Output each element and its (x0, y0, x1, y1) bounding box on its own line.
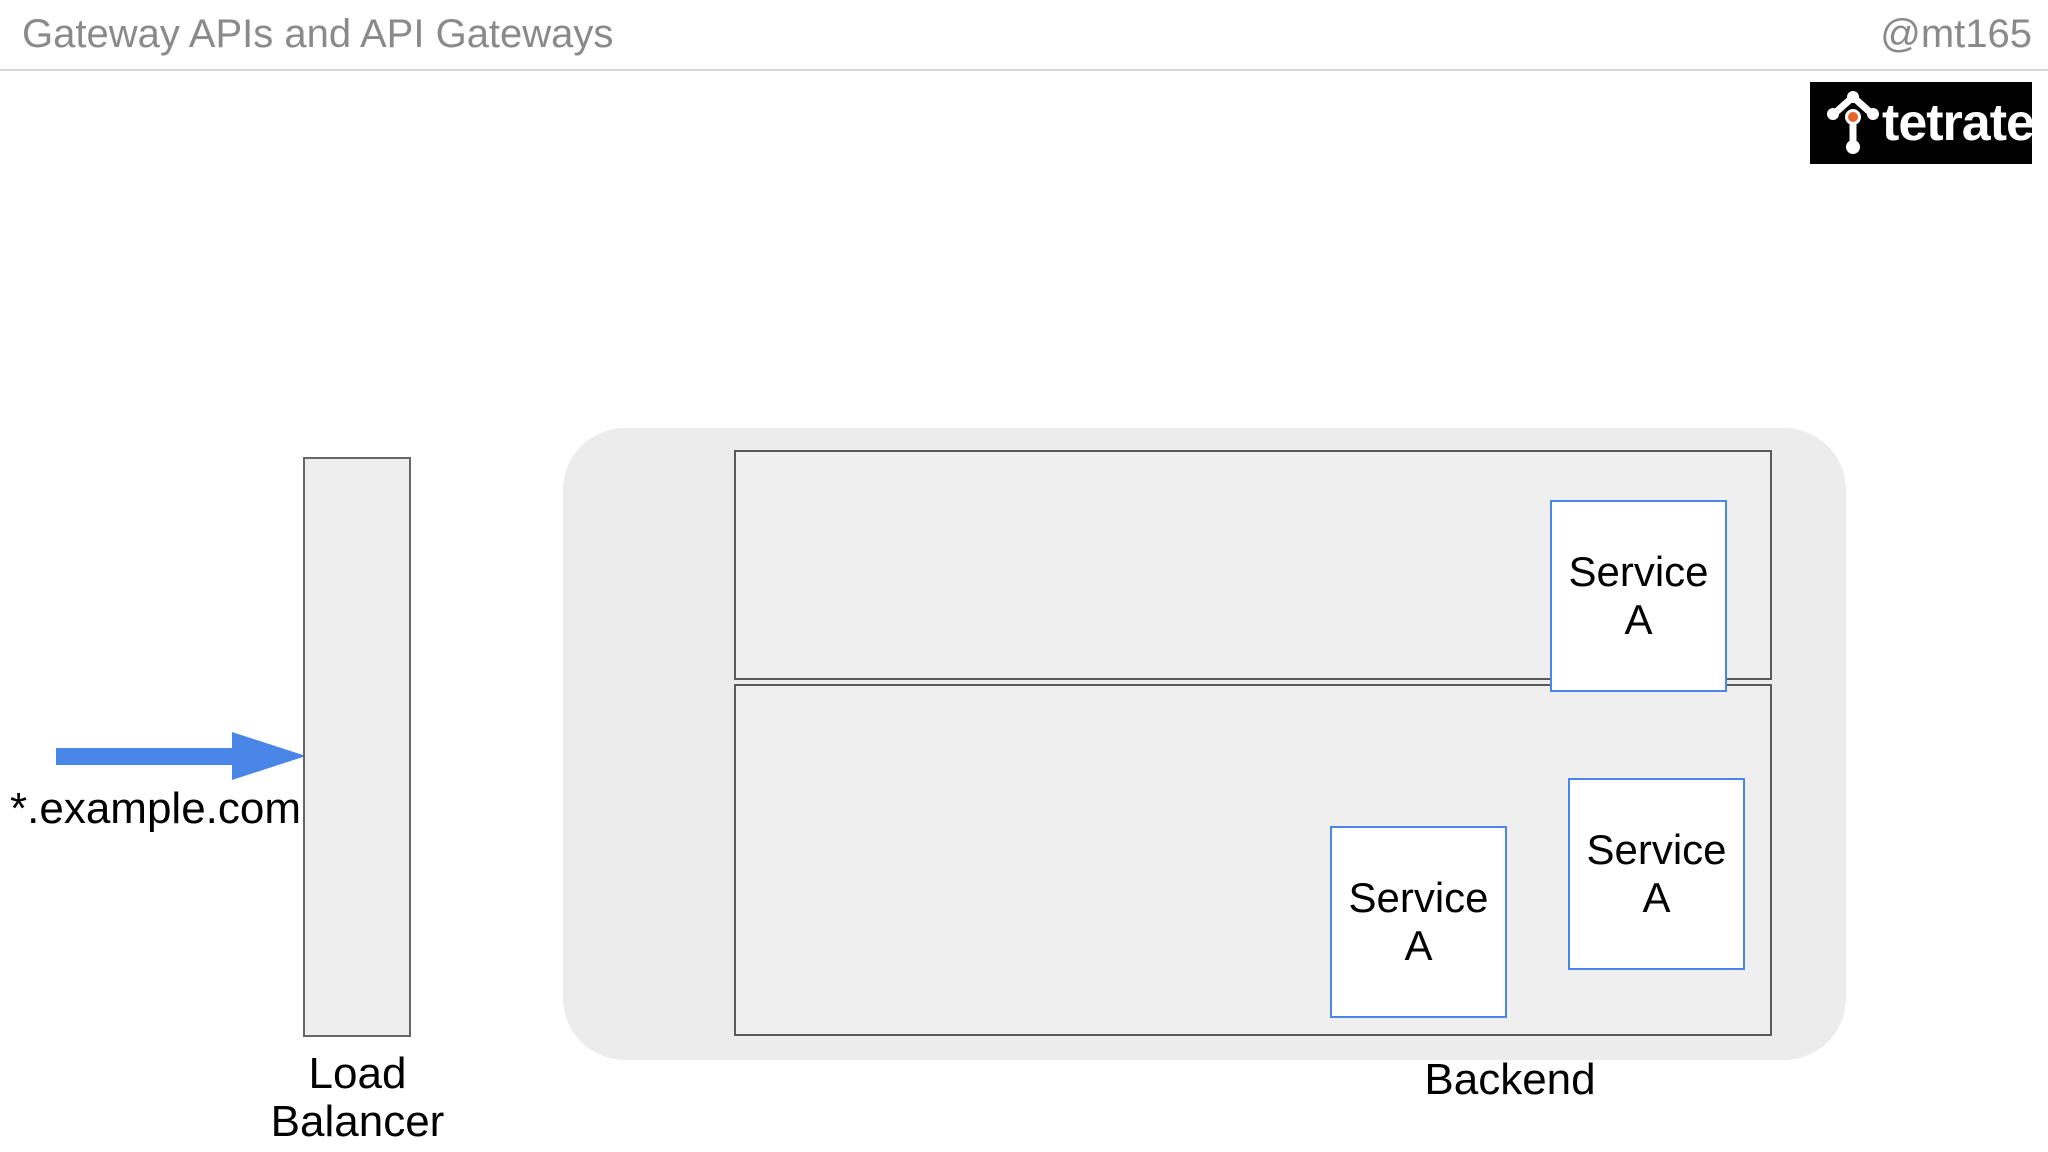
service-box-label: Service A (1552, 548, 1725, 644)
load-balancer-label-line2: Balancer (270, 1097, 445, 1146)
service-label-line1: Service (1586, 826, 1727, 873)
backend-label: Backend (1424, 1055, 1596, 1104)
tetrate-wordmark: tetrate (1882, 94, 2035, 152)
slide-header: Gateway APIs and API Gateways @mt165 (0, 0, 2048, 71)
service-box: Service A (1568, 778, 1745, 970)
load-balancer-box (303, 457, 411, 1037)
right-arrow-icon (56, 732, 306, 780)
service-label-line1: Service (1348, 874, 1489, 921)
header-divider (0, 69, 2048, 71)
service-box-label: Service A (1332, 874, 1505, 970)
tetrate-node-mark-icon (1827, 91, 1879, 154)
service-label-line2: A (1642, 874, 1671, 921)
service-label-line2: A (1404, 922, 1433, 969)
load-balancer-label-line1: Load (308, 1049, 407, 1098)
service-label-line1: Service (1568, 548, 1709, 595)
page-title: Gateway APIs and API Gateways (22, 12, 614, 56)
author-handle: @mt165 (1880, 12, 2032, 56)
service-box: Service A (1550, 500, 1727, 692)
load-balancer-label: Load Balancer (255, 1050, 460, 1146)
tetrate-logo: tetrate (1810, 82, 2035, 164)
traffic-host-label: *.example.com (10, 784, 302, 833)
service-label-line2: A (1624, 596, 1653, 643)
service-box: Service A (1330, 826, 1507, 1018)
service-box-label: Service A (1570, 826, 1743, 922)
